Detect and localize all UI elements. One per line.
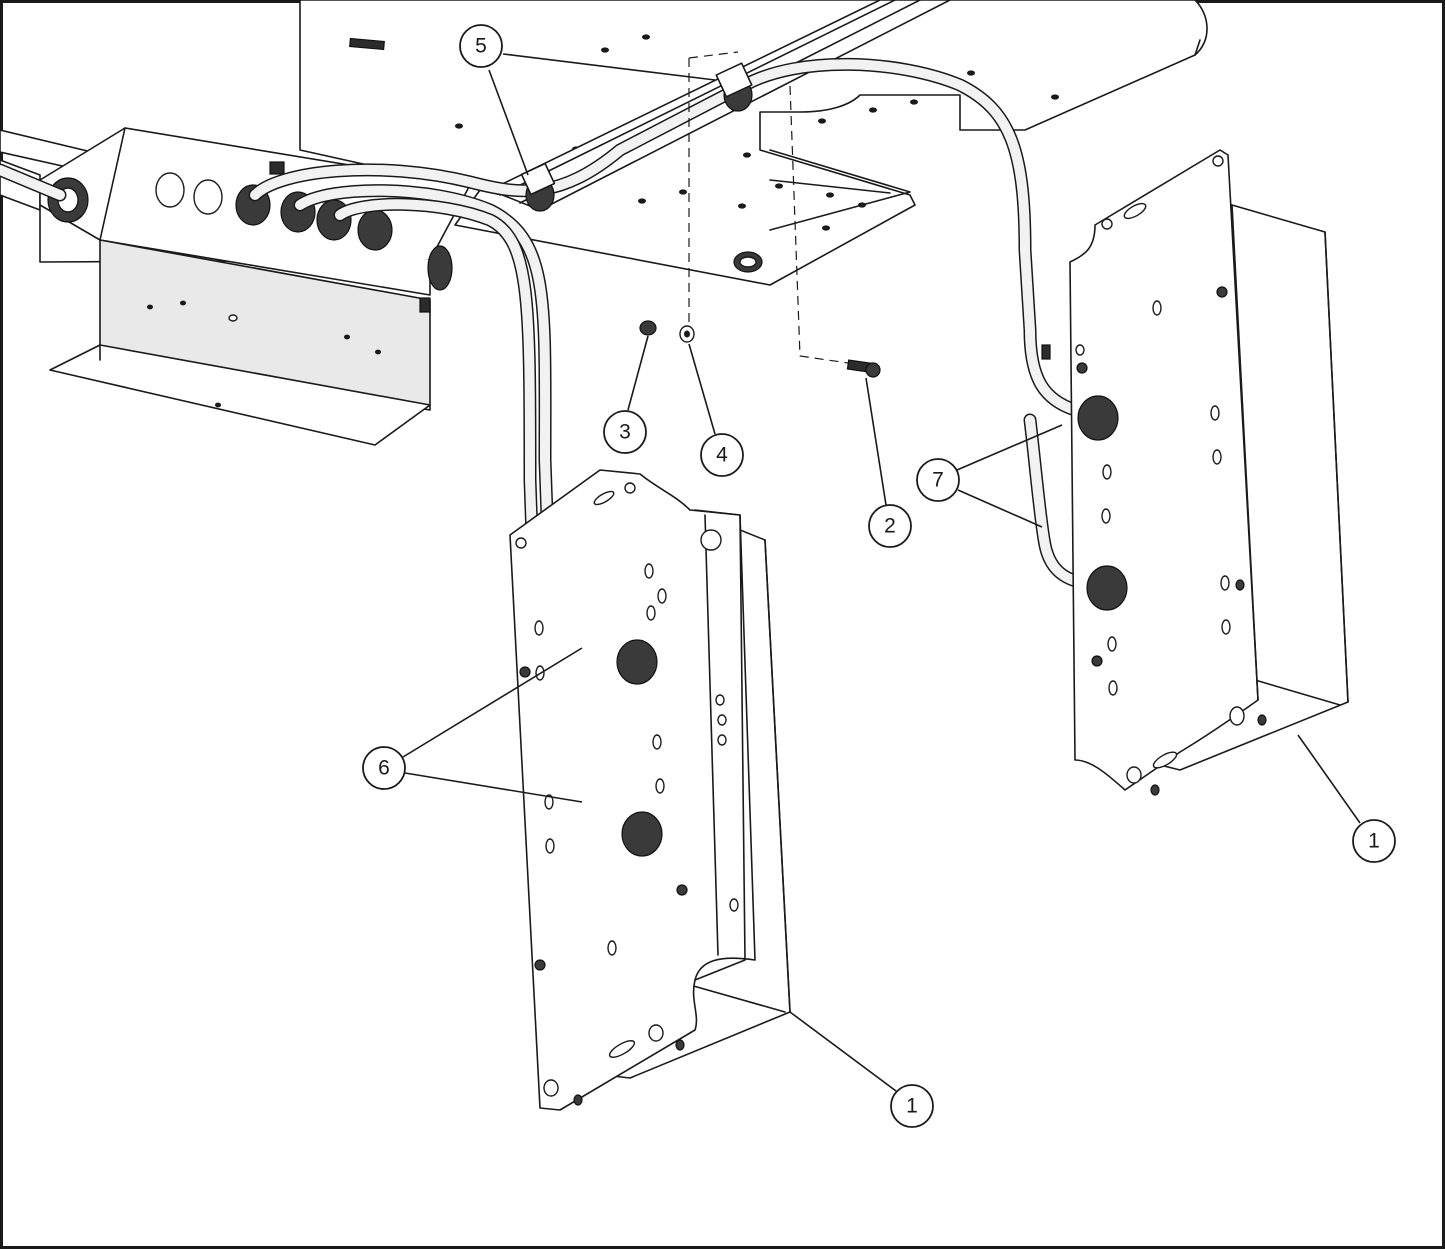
callout-5: 5: [459, 24, 716, 176]
callout-3-label: 3: [619, 421, 631, 444]
callout-1-right-label: 1: [1368, 830, 1380, 853]
callout-4-label: 4: [716, 444, 728, 467]
fastener-hardware: [639, 51, 881, 378]
callout-2-label: 2: [884, 515, 896, 538]
callout-1-right: 1: [1297, 734, 1396, 863]
cable-clamps: [520, 62, 753, 212]
callouts: 5 3 4 2 7 6: [362, 24, 1396, 1128]
callout-5-label: 5: [475, 35, 487, 58]
callout-6-label: 6: [378, 757, 390, 780]
callout-6: 6: [362, 647, 583, 803]
callout-4: 4: [688, 343, 744, 477]
left-controller-box: [509, 469, 791, 1111]
callout-7: 7: [916, 424, 1063, 528]
callout-7-label: 7: [932, 469, 944, 492]
callout-3: 3: [603, 335, 649, 454]
callout-2: 2: [865, 377, 912, 548]
mounting-plate: [299, 0, 1208, 286]
right-controller-box: [1041, 149, 1349, 796]
callout-1-left: 1: [789, 1011, 934, 1128]
callout-1-left-label: 1: [906, 1095, 918, 1118]
